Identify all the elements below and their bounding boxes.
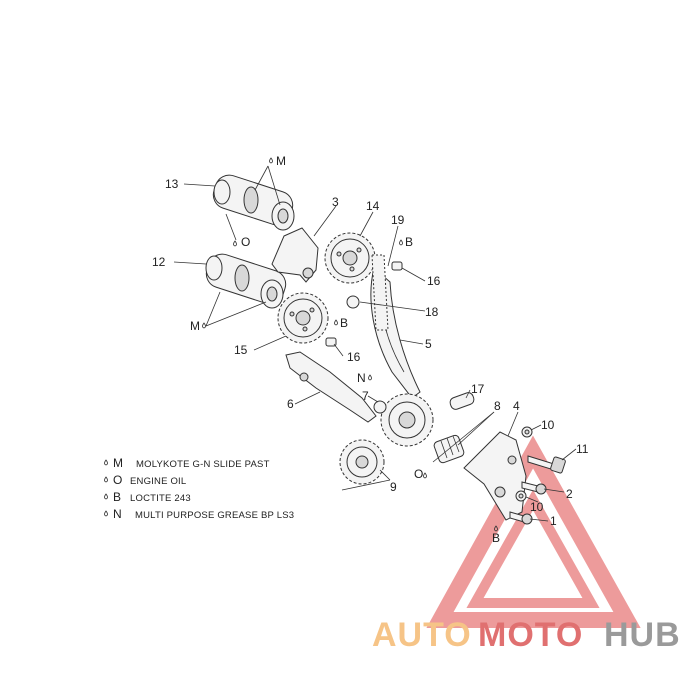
- callout-11: 11: [576, 442, 589, 456]
- leader-lines: [173, 165, 577, 522]
- mark-o-bottom: O: [414, 467, 423, 481]
- bolt-lower: [509, 511, 533, 525]
- callout-13: 13: [165, 177, 179, 191]
- bolt-long: [527, 455, 566, 474]
- mark-m-bottom: M: [190, 319, 200, 333]
- washer-lower-hole: [518, 493, 524, 499]
- sprocket-upper: [324, 232, 376, 284]
- callout-18: 18: [425, 305, 439, 319]
- callout-16-lower: 16: [347, 350, 361, 364]
- callout-5: 5: [425, 337, 432, 351]
- washer-upper-hole: [524, 429, 530, 435]
- legend-text-b: LOCTITE 243: [130, 493, 191, 504]
- legend-code-o: O: [113, 473, 122, 487]
- drive-gear-small: [339, 439, 385, 485]
- watermark-auto: AUTO: [372, 616, 472, 654]
- callout-4: 4: [513, 399, 520, 413]
- legend-code-m: M: [113, 456, 123, 470]
- mark-b-mid: B: [340, 316, 348, 330]
- drive-sprocket-large: [380, 393, 434, 447]
- lube-drop-icons: [202, 157, 498, 532]
- camshaft-upper: [212, 174, 295, 231]
- callout-17: 17: [471, 382, 485, 396]
- mark-o-mid: O: [241, 235, 250, 249]
- callout-19: 19: [391, 213, 405, 227]
- lubricant-legend: M MOLYKOTE G-N SLIDE PAST O ENGINE OIL B…: [104, 456, 294, 521]
- callout-7: 7: [362, 389, 369, 403]
- legend-text-m: MOLYKOTE G-N SLIDE PAST: [136, 459, 270, 470]
- callout-1: 1: [550, 514, 557, 528]
- tensioner-guide: [285, 351, 377, 423]
- bolt-16-lower: [325, 337, 337, 347]
- part-callouts: 13 12 3 14 19 16 18 5 15 16 6 7 17 8 4 1…: [152, 177, 589, 528]
- callout-14: 14: [366, 199, 380, 213]
- timing-chain: [371, 254, 389, 331]
- sprocket-lower: [277, 292, 329, 344]
- callout-10-upper: 10: [541, 418, 555, 432]
- washer-7: [373, 400, 387, 414]
- bolt-short: [521, 481, 547, 495]
- nut-18: [346, 295, 360, 309]
- watermark-hub: HUB: [604, 616, 681, 654]
- mark-m-top: M: [276, 154, 286, 168]
- mark-b-bottom: B: [492, 531, 500, 545]
- legend-text-o: ENGINE OIL: [130, 476, 186, 487]
- watermark-triangle-logo: [426, 435, 641, 628]
- callout-8: 8: [494, 399, 501, 413]
- watermark-moto: MOTO: [478, 616, 583, 654]
- callout-12: 12: [152, 255, 166, 269]
- callout-3: 3: [332, 195, 339, 209]
- callout-16-upper: 16: [427, 274, 441, 288]
- callout-6: 6: [287, 397, 294, 411]
- cam-support-bracket: [271, 227, 319, 283]
- legend-text-n: MULTI PURPOSE GREASE BP LS3: [135, 510, 294, 521]
- legend-code-n: N: [113, 507, 122, 521]
- watermark-text: AUTO MOTO HUB: [372, 616, 681, 654]
- lube-code-marks: M O M B B N O B: [190, 154, 500, 545]
- bolt-16-upper: [391, 261, 403, 271]
- callout-10-lower: 10: [530, 500, 544, 514]
- mark-n-mid: N: [357, 371, 366, 385]
- callout-15: 15: [234, 343, 248, 357]
- mark-b-top: B: [405, 235, 413, 249]
- camshaft-lower: [205, 253, 287, 309]
- callout-9: 9: [390, 480, 397, 494]
- legend-code-b: B: [113, 490, 121, 504]
- spacer-pin: [449, 392, 475, 410]
- callout-2: 2: [566, 487, 573, 501]
